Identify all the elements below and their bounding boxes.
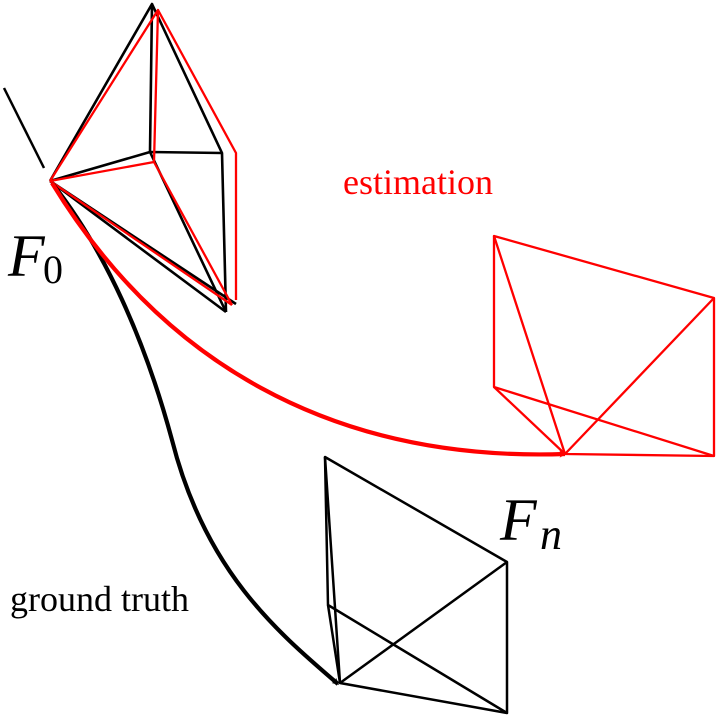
frame-start-label-base: F (7, 223, 46, 289)
frame-start-label: F 0 (7, 223, 63, 292)
frame-end-label-sub: n (540, 510, 562, 559)
frame-start-label-sub: 0 (43, 247, 63, 292)
start-camera-estimation (49, 8, 238, 306)
end-camera-ground-truth (323, 455, 509, 715)
frame-start-axis-line (2, 87, 46, 169)
end-camera-estimation (492, 234, 716, 458)
frame-end-label-base: F (499, 487, 538, 553)
ground-truth-trajectory-arrow (50, 181, 340, 686)
estimation-label: estimation (343, 162, 493, 202)
start-camera-ground-truth (48, 2, 237, 314)
frame-end-label: F n (499, 487, 562, 559)
estimation-trajectory-arrow (50, 181, 567, 458)
ground-truth-label: ground truth (10, 579, 189, 619)
